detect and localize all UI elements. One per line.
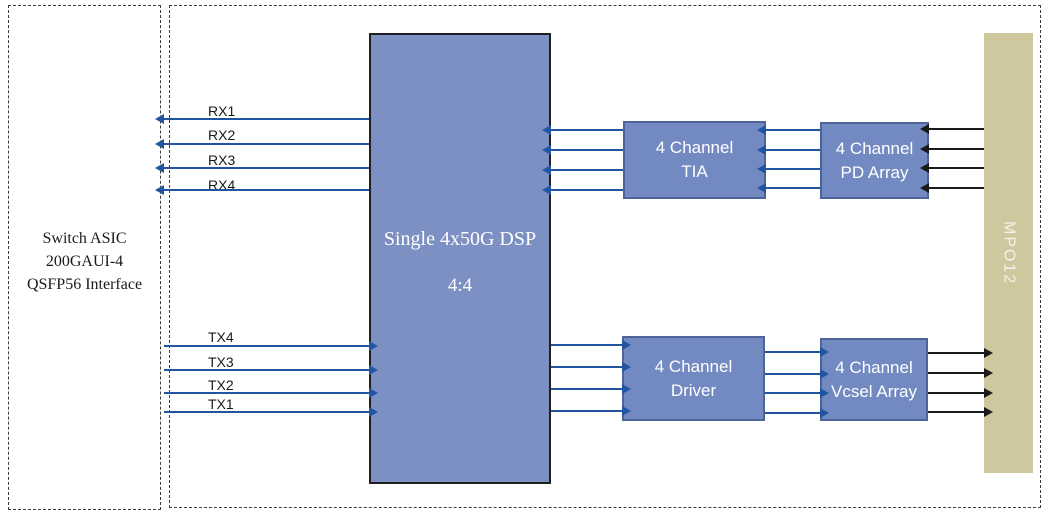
pd-to-tia-arrow-1 <box>757 125 820 135</box>
rx2-arrow <box>155 139 369 149</box>
dsp-title: Single 4x50G DSP <box>383 228 537 250</box>
tia-to-dsp-arrow-4 <box>542 185 623 195</box>
tx2-label: TX2 <box>208 377 234 393</box>
tx4-label: TX4 <box>208 329 234 345</box>
tx3-label: TX3 <box>208 354 234 370</box>
driver-to-vcsel-arrow-1 <box>765 347 829 357</box>
rx2-label: RX2 <box>208 127 236 143</box>
vcsel-to-mpo-arrow-2 <box>928 368 993 378</box>
dsp-to-driver-arrow-2 <box>551 362 631 372</box>
pd-array-line2: PD Array <box>840 162 909 182</box>
rx1-arrow <box>155 114 369 124</box>
dsp-ratio: 4:4 <box>447 275 473 296</box>
rx4-label: RX4 <box>208 177 236 193</box>
pd-to-tia-arrow-2 <box>757 145 820 155</box>
vcsel-array-line2: Vcsel Array <box>831 381 917 401</box>
rx4-arrow <box>155 185 369 195</box>
driver-to-vcsel-arrow-4 <box>765 408 829 418</box>
tia-block: 4 Channel TIA <box>623 121 766 199</box>
switch-asic-box: Switch ASIC 200GAUI-4 QSFP56 Interface <box>8 5 161 510</box>
switch-asic-line1: Switch ASIC <box>42 230 127 247</box>
rx1-label: RX1 <box>208 103 236 119</box>
tx2-arrow <box>164 388 378 398</box>
driver-to-vcsel-arrow-3 <box>765 388 829 398</box>
vcsel-to-mpo-arrow-4 <box>928 407 993 417</box>
driver-line1: 4 Channel <box>654 356 733 376</box>
pd-array-block: 4 Channel PD Array <box>820 122 929 199</box>
dsp-to-driver-arrow-1 <box>551 340 631 350</box>
tx3-arrow <box>164 365 378 375</box>
mpo-to-pd-arrow-2 <box>920 144 984 154</box>
driver-block: 4 Channel Driver <box>622 336 765 421</box>
tia-line2: TIA <box>681 162 708 181</box>
vcsel-to-mpo-arrow-3 <box>928 388 993 398</box>
vcsel-to-mpo-arrow-1 <box>928 348 993 358</box>
dsp-text: Single 4x50G DSP 4:4 <box>371 227 549 297</box>
switch-asic-line2: 200GAUI-4 <box>45 253 124 270</box>
pd-to-tia-arrow-3 <box>757 164 820 174</box>
mpo12-block: MPO12 <box>984 33 1033 473</box>
tx1-label: TX1 <box>208 396 234 412</box>
vcsel-array-block: 4 Channel Vcsel Array <box>820 338 928 421</box>
switch-asic-line3: QSFP56 Interface <box>26 276 143 293</box>
rx3-arrow <box>155 163 369 173</box>
switch-asic-label: Switch ASIC 200GAUI-4 QSFP56 Interface <box>27 227 142 296</box>
rx3-label: RX3 <box>208 152 236 168</box>
dsp-to-driver-arrow-3 <box>551 384 631 394</box>
mpo-to-pd-arrow-1 <box>920 124 984 134</box>
vcsel-array-line1: 4 Channel <box>835 357 913 377</box>
pd-array-line1: 4 Channel <box>835 138 914 158</box>
tia-to-dsp-arrow-2 <box>542 145 623 155</box>
tia-to-dsp-arrow-1 <box>542 125 623 135</box>
module-boundary-box: Single 4x50G DSP 4:4 4 Channel TIA 4 Cha… <box>155 5 1041 508</box>
pd-to-tia-arrow-4 <box>757 183 820 193</box>
tia-line1: 4 Channel <box>655 138 734 157</box>
mpo-to-pd-arrow-3 <box>920 163 984 173</box>
dsp-to-driver-arrow-4 <box>551 406 631 416</box>
driver-line2: Driver <box>670 380 717 400</box>
tx4-arrow <box>164 341 378 351</box>
mpo12-label: MPO12 <box>1000 220 1018 286</box>
tia-to-dsp-arrow-3 <box>542 165 623 175</box>
driver-to-vcsel-arrow-2 <box>765 369 829 379</box>
dsp-block: Single 4x50G DSP 4:4 <box>369 33 551 484</box>
tx1-arrow <box>164 407 378 417</box>
mpo-to-pd-arrow-4 <box>920 183 984 193</box>
